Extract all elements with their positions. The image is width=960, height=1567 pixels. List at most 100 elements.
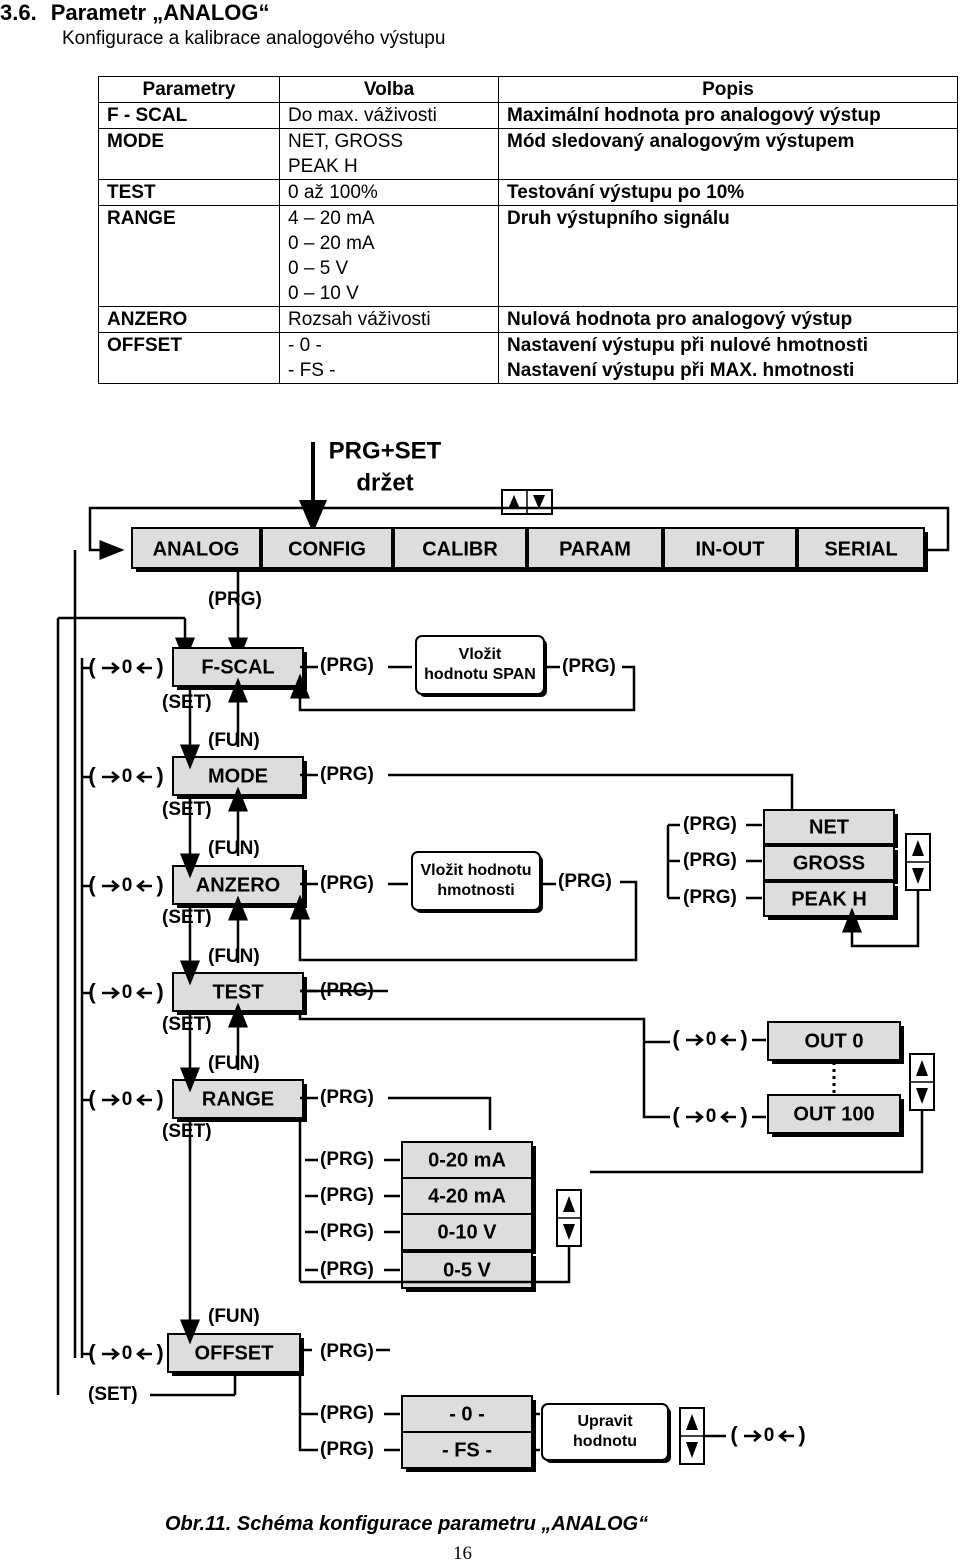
prg-key: (PRG): [558, 871, 612, 892]
arrow-right-icon: [102, 1094, 120, 1106]
mode-option-gross: GROSS: [793, 852, 865, 874]
connector-line: [388, 773, 794, 810]
zero-key-paren: (: [88, 1340, 96, 1365]
zero-key-paren: ): [740, 1026, 747, 1051]
test-option-out-0-frame: [767, 1021, 901, 1061]
zero-key-paren: (: [672, 1026, 680, 1051]
offset-option-fs: - FS -: [442, 1439, 492, 1461]
fun-key: (FUN): [208, 730, 260, 751]
test-option-out-100: OUT 100: [793, 1103, 874, 1125]
weight-input-box-line: hmotnosti: [437, 882, 514, 899]
param-offset: OFFSET: [195, 1342, 274, 1364]
option-line: 0 – 5 V: [288, 258, 349, 279]
arrow-left-icon: [136, 1094, 152, 1106]
table-cell-param: F - SCAL: [98, 102, 280, 129]
zero-key-paren: (: [88, 872, 96, 897]
table-row: F - SCAL Do max. váživosti Maximální hodno…: [98, 102, 958, 129]
range-option-0-5v: 0-5 V: [443, 1259, 491, 1281]
mode-option-net: NET: [809, 816, 849, 838]
prg-key: (PRG): [683, 887, 737, 908]
connector-line: [842, 890, 920, 948]
arrow-right-icon: [102, 662, 120, 674]
zero-key-paren: (: [88, 654, 96, 679]
zero-key-label: 0: [122, 1343, 133, 1364]
prg-key: (PRG): [320, 1341, 374, 1362]
arrow-right-icon: [102, 1348, 120, 1360]
adjust-value-box-line: Upravit: [577, 1413, 633, 1430]
prg-key: (PRG): [320, 764, 374, 785]
param-range: RANGE: [202, 1088, 274, 1110]
zero-key-label: 0: [706, 1106, 717, 1127]
table-cell-param: OFFSET: [98, 332, 280, 384]
mode-option-peak-h: PEAK H: [791, 888, 867, 910]
down-arrow-icon: [533, 495, 545, 509]
up-arrow-icon: [686, 1414, 698, 1430]
option-line: 0 – 20 mA: [288, 233, 375, 254]
range-option-0-10v: 0-10 V: [438, 1221, 498, 1243]
arrow-left-icon: [136, 662, 152, 674]
prg-key: (PRG): [320, 873, 374, 894]
zero-key-paren: (: [672, 1103, 680, 1128]
section-heading: 3.6.Parametr „ANALOG“: [0, 0, 270, 26]
up-arrow-icon: [508, 495, 520, 509]
arrow-left-icon: [136, 1348, 152, 1360]
menu-item-frame: [131, 527, 261, 569]
table-cell-option: 0 až 100%: [279, 179, 499, 206]
mode-option-gross-frame: [763, 845, 895, 881]
zero-key-paren: (: [88, 1086, 96, 1111]
arrow-left-icon: [778, 1430, 794, 1442]
set-key: (SET): [162, 692, 212, 713]
up-arrow-icon: [563, 1196, 575, 1212]
offset-option-fs-frame: [401, 1431, 533, 1469]
weight-input-box-line: Vložit hodnotu: [420, 862, 531, 879]
down-arrow-icon: [912, 868, 924, 884]
set-key: (SET): [162, 1121, 212, 1142]
range-option-0-20ma-frame: [401, 1141, 533, 1179]
connector-line: [298, 1010, 670, 1119]
description-line: Testování výstupu po 10%: [507, 182, 745, 203]
zero-key-paren: ): [156, 1340, 163, 1365]
zero-key-paren: ): [156, 872, 163, 897]
mode-option-peak-h-frame: [763, 881, 895, 917]
zero-key-label: 0: [122, 766, 133, 787]
prg-key: (PRG): [320, 1185, 374, 1206]
section-subtitle: Konfigurace a kalibrace analogového výst…: [62, 28, 446, 49]
arrow-right-icon: [686, 1034, 704, 1046]
zero-key-label: 0: [122, 982, 133, 1003]
table-cell-description: Maximální hodnota pro analogový výstup: [498, 102, 958, 129]
header-parametry: Parametry: [98, 76, 280, 103]
adjust-value-box-line: hodnotu: [573, 1433, 637, 1450]
prg-key: (PRG): [320, 1087, 374, 1108]
zero-key-paren: ): [740, 1103, 747, 1128]
prg-key: (PRG): [320, 1439, 374, 1460]
connector-line: [298, 1372, 318, 1452]
option-line: Rozsah váživosti: [288, 309, 431, 330]
arrow-left-icon: [136, 880, 152, 892]
option-line: Do max. váživosti: [288, 105, 437, 126]
zero-key-label: 0: [122, 875, 133, 896]
set-key: (SET): [162, 907, 212, 928]
menu-item-frame: [527, 527, 663, 569]
zero-key-paren: ): [156, 979, 163, 1004]
param-mode: MODE: [208, 765, 268, 787]
table-cell-description: Mód sledovaný analogovým výstupem: [498, 128, 958, 180]
description-line: Nastavení výstupu při MAX. hmotnosti: [507, 360, 855, 381]
menu-item-param: PARAM: [559, 538, 631, 560]
down-arrow-icon: [563, 1224, 575, 1240]
prg-key: (PRG): [208, 589, 262, 610]
zero-key-paren: ): [798, 1422, 805, 1447]
fun-key: (FUN): [208, 1053, 260, 1074]
prg-key: (PRG): [320, 1149, 374, 1170]
option-line: - FS -: [288, 360, 336, 381]
prg-key: (PRG): [320, 1403, 374, 1424]
connector-line: [300, 1246, 571, 1284]
page-number: 16: [453, 1543, 472, 1564]
description-line: Nulová hodnota pro analogový výstup: [507, 309, 853, 330]
table-cell-option: Do max. váživosti: [279, 102, 499, 129]
table-cell-description: Nulová hodnota pro analogový výstup: [498, 306, 958, 333]
